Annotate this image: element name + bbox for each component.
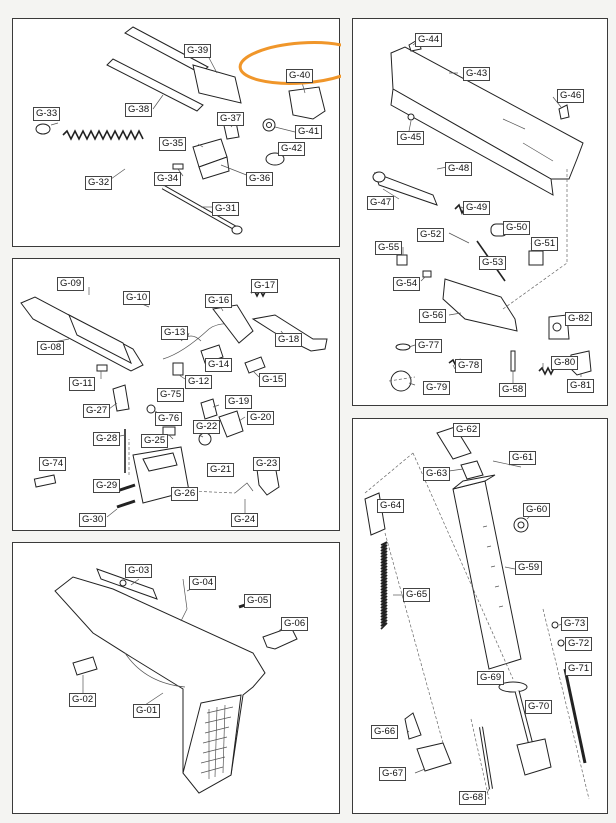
label-g33: G-33 — [33, 107, 61, 121]
panel-barrel: G-39 G-40 G-38 G-37 G-41 G-33 G-35 G-42 … — [12, 18, 341, 247]
label-g70: G-70 — [525, 700, 553, 714]
label-g37: G-37 — [217, 112, 245, 126]
label-g17: G-17 — [251, 279, 279, 293]
panel-trigger: G-09 G-10 G-17 G-16 G-13 G-18 G-08 G-14 … — [12, 258, 340, 531]
panel-magazine: G-62 G-61 G-63 G-60 G-64 G-59 G-65 G-73 … — [352, 418, 608, 814]
label-g12: G-12 — [185, 375, 213, 389]
label-g06: G-06 — [281, 617, 309, 631]
label-g21: G-21 — [207, 463, 235, 477]
panel-frame: G-03 G-04 G-05 G-06 G-02 G-01 — [12, 542, 340, 814]
label-g79: G-79 — [423, 381, 451, 395]
label-g62: G-62 — [453, 423, 481, 437]
label-g78: G-78 — [455, 359, 483, 373]
label-g50: G-50 — [503, 221, 531, 235]
label-g49: G-49 — [463, 201, 491, 215]
label-g35: G-35 — [159, 137, 187, 151]
label-g39: G-39 — [184, 44, 212, 58]
label-g20: G-20 — [247, 411, 275, 425]
label-g19: G-19 — [225, 395, 253, 409]
label-g42: G-42 — [278, 142, 306, 156]
label-g44: G-44 — [415, 33, 443, 47]
label-g11: G-11 — [69, 377, 96, 391]
label-g73: G-73 — [561, 617, 589, 631]
label-g10: G-10 — [123, 291, 151, 305]
label-g51: G-51 — [531, 237, 559, 251]
label-g59: G-59 — [515, 561, 543, 575]
label-g02: G-02 — [69, 693, 97, 707]
label-g23: G-23 — [253, 457, 281, 471]
label-g81: G-81 — [567, 379, 595, 393]
label-g40: G-40 — [286, 69, 314, 83]
label-g71: G-71 — [565, 662, 593, 676]
frame-drawing — [54, 568, 298, 794]
label-g16: G-16 — [205, 294, 233, 308]
label-g13: G-13 — [161, 326, 189, 340]
label-g30: G-30 — [79, 513, 107, 527]
label-g14: G-14 — [205, 358, 233, 372]
label-g08: G-08 — [37, 341, 65, 355]
label-g52: G-52 — [417, 228, 445, 242]
slide-part — [390, 46, 584, 196]
label-g67: G-67 — [379, 767, 407, 781]
label-g54: G-56 — [419, 309, 447, 323]
label-g48: G-48 — [445, 162, 473, 176]
label-g05: G-05 — [244, 594, 272, 608]
magazine-body-part — [452, 474, 522, 670]
label-g43: G-43 — [463, 67, 491, 81]
label-g60: G-60 — [523, 503, 551, 517]
label-g63: G-63 — [423, 467, 451, 481]
label-g72: G-72 — [565, 637, 593, 651]
label-g26: G-26 — [171, 487, 199, 501]
label-g34: G-34 — [154, 172, 182, 186]
label-g74: G-74 — [39, 457, 67, 471]
frame-part — [54, 576, 266, 794]
label-g28: G-28 — [93, 432, 121, 446]
label-g82: G-82 — [565, 312, 593, 326]
label-g55: G-54 — [393, 277, 421, 291]
label-g01: G-01 — [133, 704, 161, 718]
barrel-part — [106, 26, 242, 112]
label-g77: G-77 — [415, 339, 443, 353]
label-g47: G-47 — [367, 196, 395, 210]
label-g24: G-24 — [231, 513, 259, 527]
label-g38: G-38 — [125, 103, 153, 117]
label-g76: G-76 — [155, 412, 183, 426]
label-g58: G-58 — [499, 383, 527, 397]
label-g46: G-46 — [557, 89, 585, 103]
label-g27: G-27 — [83, 404, 111, 418]
label-g75: G-75 — [157, 388, 185, 402]
barrel-drawing — [35, 26, 326, 235]
guide-rod-part — [161, 184, 243, 235]
spring-cap — [35, 123, 51, 135]
label-g53: G-53 — [479, 256, 507, 270]
label-g68: G-68 — [459, 791, 487, 805]
label-g32: G-32 — [85, 176, 113, 190]
label-g29: G-29 — [93, 479, 121, 493]
label-g09: G-09 — [57, 277, 85, 291]
label-g69: G-69 — [477, 671, 505, 685]
panel-slide: G-44 G-43 G-46 G-45 G-48 G-47 G-49 G-50 … — [352, 18, 608, 406]
label-g64: G-64 — [377, 499, 405, 513]
label-g36: G-36 — [246, 172, 274, 186]
label-g03: G-03 — [125, 564, 153, 578]
label-g41: G-41 — [295, 125, 323, 139]
label-g56: G-55 — [375, 241, 403, 255]
label-g04: G-04 — [189, 576, 217, 590]
label-g25: G-25 — [141, 434, 169, 448]
label-g61: G-61 — [509, 451, 537, 465]
label-g80: G-80 — [551, 356, 579, 370]
highlight-annotation — [238, 41, 341, 85]
trigger-drawing — [20, 287, 328, 518]
label-g18: G-18 — [275, 333, 303, 347]
label-g65: G-65 — [403, 588, 431, 602]
label-g66: G-66 — [371, 725, 399, 739]
label-g31: G-31 — [212, 202, 240, 216]
label-g22: G-22 — [193, 420, 221, 434]
label-g45: G-45 — [397, 131, 425, 145]
recoil-spring — [62, 129, 144, 141]
label-g15: G-15 — [259, 373, 287, 387]
magazine-drawing — [364, 426, 590, 800]
